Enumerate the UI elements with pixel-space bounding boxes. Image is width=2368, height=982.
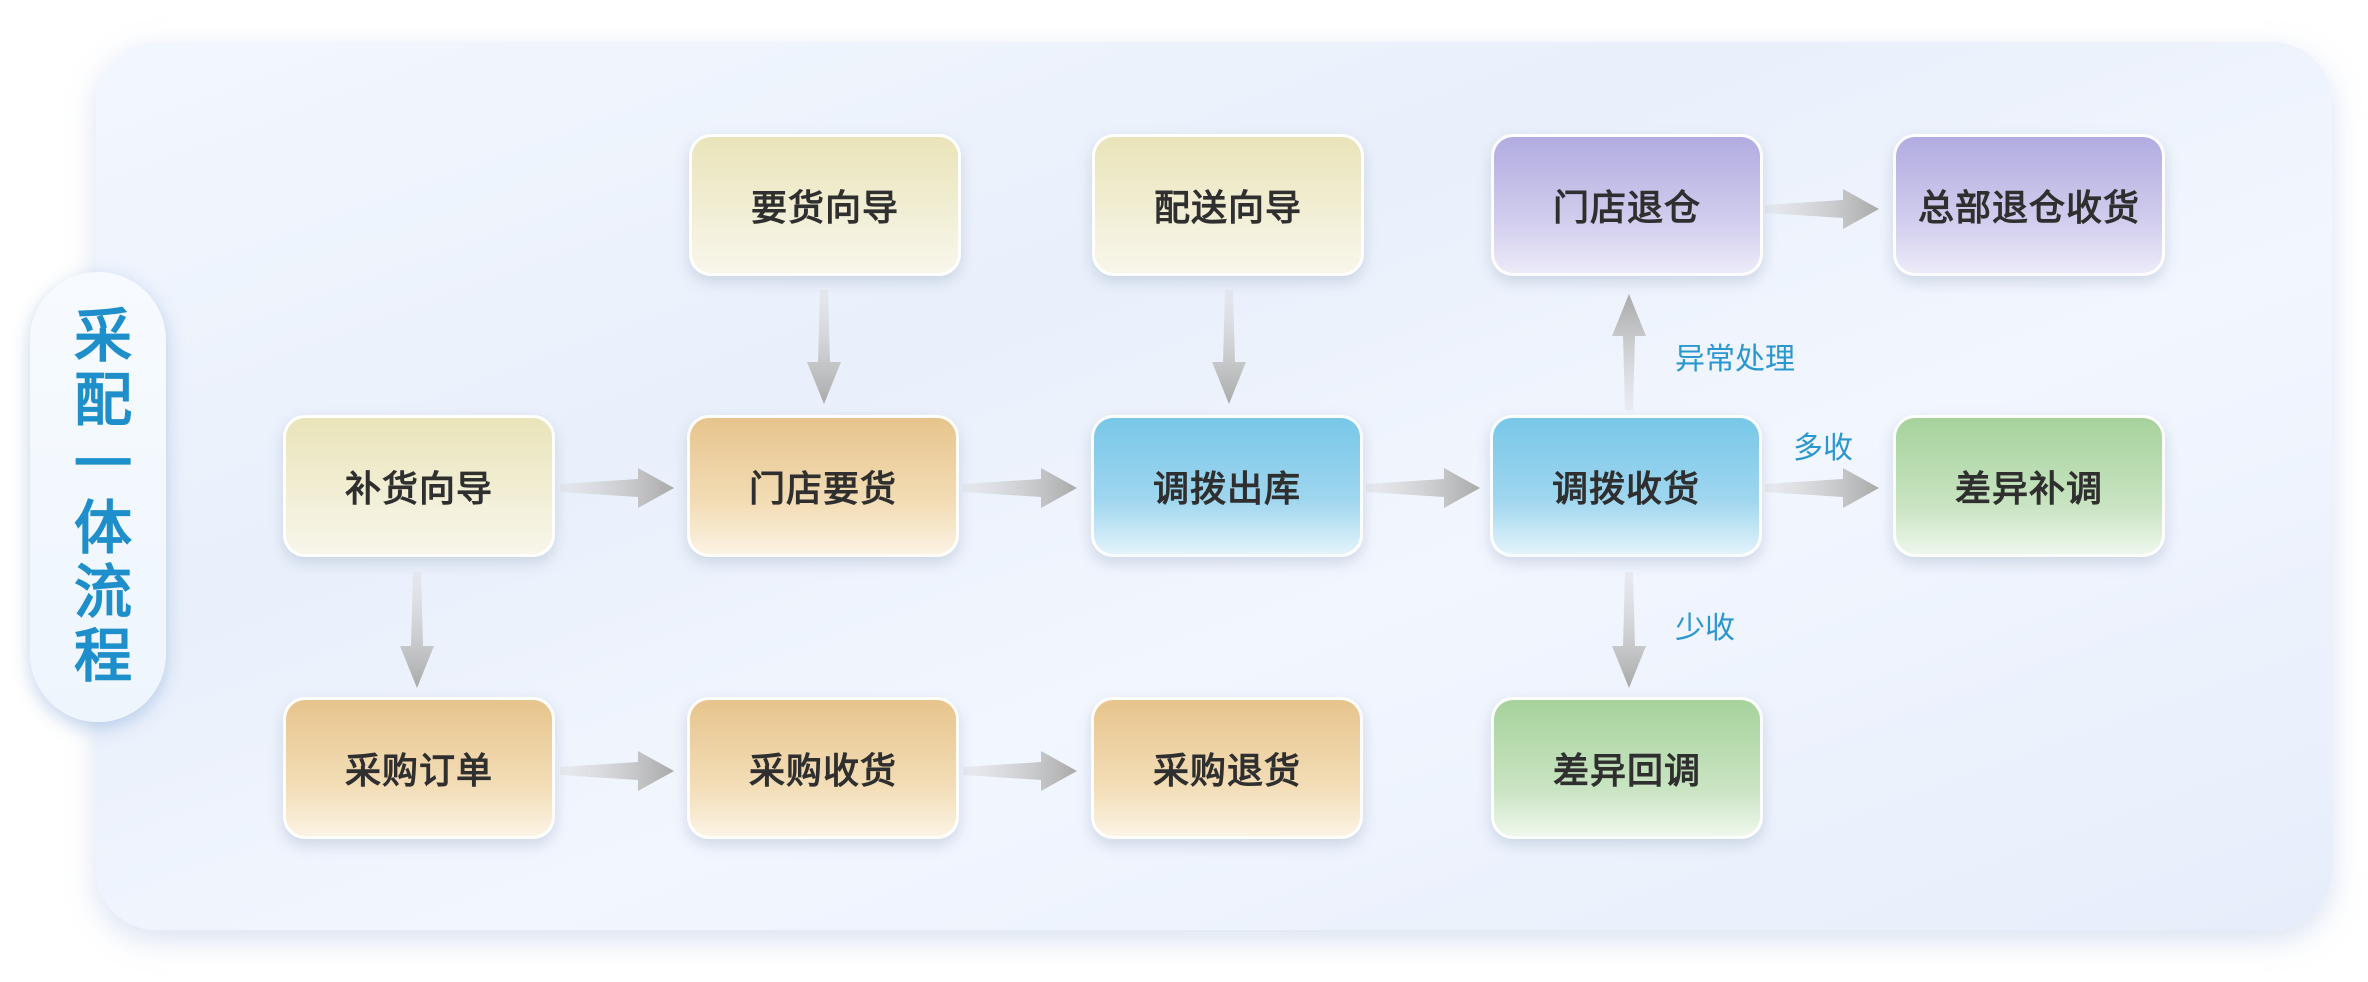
- node-label: 采购退货: [1152, 751, 1301, 792]
- arrow-request-guide-to-request: [807, 290, 841, 404]
- node-hq-return-receive[interactable]: 总部退仓收货: [1893, 134, 2165, 276]
- node-delivery-guide[interactable]: 配送向导: [1092, 134, 1364, 276]
- node-label: 差异回调: [1552, 751, 1701, 792]
- node-variance-adjust[interactable]: 差异补调: [1893, 415, 2165, 557]
- node-variance-rollback[interactable]: 差异回调: [1491, 697, 1763, 839]
- node-transfer-receive[interactable]: 调拨收货: [1490, 415, 1762, 557]
- arrow-purchase-receive-to-return: [963, 751, 1077, 791]
- node-purchase-order[interactable]: 采购订单: [283, 697, 555, 839]
- arrow-receive-to-variance-adjust: [1765, 468, 1879, 508]
- node-label: 门店要货: [748, 469, 897, 510]
- node-label: 配送向导: [1153, 188, 1302, 229]
- node-label: 门店退仓: [1552, 188, 1701, 229]
- node-transfer-out[interactable]: 调拨出库: [1091, 415, 1363, 557]
- edge-label-under-receive: 少收: [1675, 611, 1735, 646]
- node-replenish-guide[interactable]: 补货向导: [283, 415, 555, 557]
- arrow-transfer-out-to-receive: [1366, 468, 1480, 508]
- node-label: 采购订单: [344, 751, 493, 792]
- node-label: 要货向导: [750, 188, 899, 229]
- arrow-order-to-purchase-receive: [560, 751, 674, 791]
- node-purchase-return[interactable]: 采购退货: [1091, 697, 1363, 839]
- arrow-receive-to-store-return: [1612, 294, 1646, 410]
- edge-label-over-receive: 多收: [1793, 431, 1853, 466]
- node-store-request[interactable]: 门店要货: [687, 415, 959, 557]
- node-label: 调拨收货: [1551, 469, 1700, 510]
- edge-label-exception: 异常处理: [1675, 342, 1795, 377]
- diagram-title: 采配一体流程: [64, 305, 132, 689]
- node-label: 总部退仓收货: [1917, 188, 2140, 229]
- arrow-replenish-to-request: [560, 468, 674, 508]
- arrow-request-to-transfer-out: [963, 468, 1077, 508]
- node-label: 调拨出库: [1152, 469, 1301, 510]
- node-request-guide[interactable]: 要货向导: [689, 134, 961, 276]
- node-label: 补货向导: [344, 469, 493, 510]
- arrow-receive-to-rollback: [1612, 572, 1646, 688]
- node-store-return[interactable]: 门店退仓: [1491, 134, 1763, 276]
- arrow-store-return-to-hq: [1765, 189, 1879, 229]
- node-purchase-receive[interactable]: 采购收货: [687, 697, 959, 839]
- arrow-delivery-guide-to-transfer-out: [1212, 290, 1246, 404]
- title-pill: 采配一体流程: [30, 272, 166, 722]
- arrow-replenish-to-order: [400, 572, 434, 688]
- node-label: 采购收货: [748, 751, 897, 792]
- node-label: 差异补调: [1954, 469, 2103, 510]
